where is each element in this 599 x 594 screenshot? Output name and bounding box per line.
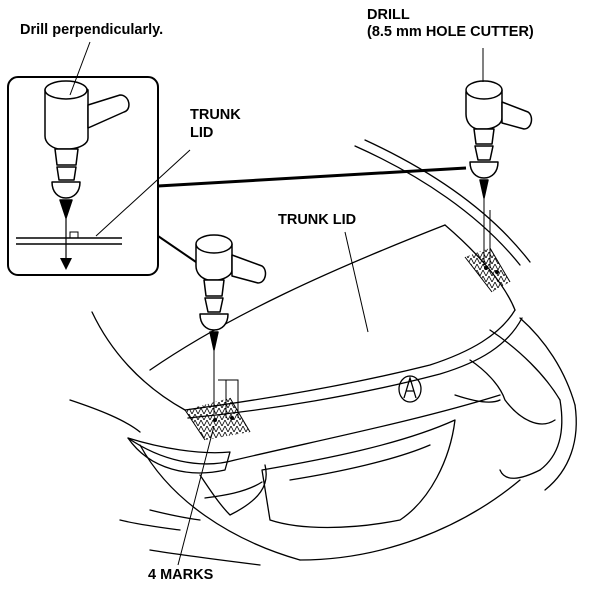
tape-right (464, 247, 511, 293)
label-trunk-lid-inset-line2: LID (190, 125, 214, 141)
drill-marks (213, 266, 499, 422)
emblem-icon (398, 375, 422, 403)
mark-2 (230, 416, 234, 420)
inset-pointer-upper (157, 166, 467, 188)
label-trunk-lid: TRUNK LID (278, 212, 357, 228)
tape-left (184, 397, 251, 441)
mark-4 (495, 270, 499, 274)
drill-left-icon (195, 234, 267, 351)
leader-lines (69, 41, 484, 566)
arrow-down-icon (60, 258, 72, 270)
inset-detail (7, 76, 159, 276)
car-body (69, 139, 577, 566)
label-trunk-lid-inset-line1: TRUNK (190, 107, 241, 123)
drill-left-leader (218, 379, 239, 418)
label-drill-line1: DRILL (367, 7, 410, 23)
label-drill-perpendicularly: Drill perpendicularly. (20, 22, 164, 38)
label-four-marks: 4 MARKS (148, 567, 214, 583)
inset-pointer-lower (157, 235, 197, 263)
label-drill-line2: (8.5 mm HOLE CUTTER) (367, 24, 534, 40)
mark-3 (484, 266, 488, 270)
drill-right-icon (465, 80, 533, 199)
mark-1 (213, 418, 217, 422)
inset-drill-icon (44, 80, 130, 219)
